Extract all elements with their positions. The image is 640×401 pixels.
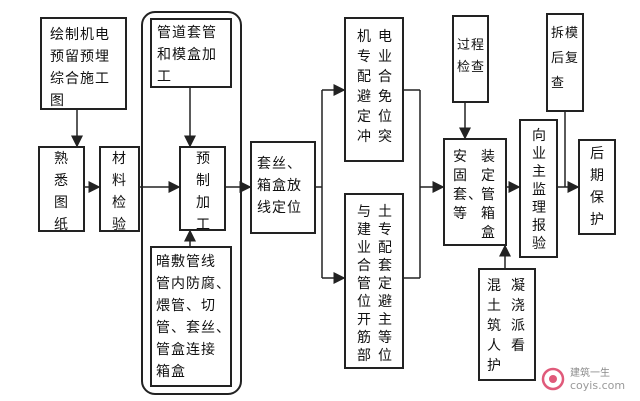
sleeve-positioning-text: 套丝、 箱盒放 线定位 — [257, 156, 302, 216]
sleeve-positioning-node: 套丝、 箱盒放 线定位 — [250, 141, 316, 234]
civil-coordination-node: 与建业合管位开筋部 土专配套定避主等位 — [344, 193, 404, 369]
pour-guard-node: 混土筑人护 凝浇派看 — [478, 268, 536, 381]
process-check-node: 过程 检查 — [452, 15, 489, 103]
elec-col-left: 机专配避定冲 — [357, 29, 372, 145]
pipe-box-text: 管道套管 和模盒加 工 — [157, 25, 217, 85]
install-node: 安固套、等 装定管箱盒 — [443, 138, 507, 246]
material-inspection-node: 材 料 检 验 — [99, 146, 140, 233]
watermark-logo-icon — [541, 367, 565, 391]
watermark: 建筑一生 coyis.com — [540, 362, 638, 396]
pour-col-left: 混土筑人护 — [487, 278, 502, 374]
embed-process-node: 暗敷管线 管内防腐、 煨管、切 管、套丝、 管盒连接 箱盒 — [150, 246, 232, 387]
install-col-right: 装定管箱盒 — [481, 149, 496, 241]
watermark-site-text: 建筑一生 — [570, 368, 610, 379]
prefab-text: 预 制 加 工 — [196, 151, 211, 233]
civil-col-left: 与建业合管位开筋部 — [357, 204, 372, 364]
post-protection-node: 后 期 保 护 — [578, 139, 616, 235]
owner-report-text: 向业主监理报验 — [532, 128, 547, 252]
elec-col-right: 电业合免位突 — [378, 29, 393, 145]
familiar-drawing-node: 熟 悉 图 纸 — [38, 146, 85, 233]
remove-check-text: 拆模 后复 查 — [551, 26, 580, 91]
prefab-group-outline — [141, 11, 242, 395]
familiar-drawing-text: 熟 悉 图 纸 — [54, 151, 69, 233]
pipe-box-node: 管道套管 和模盒加 工 — [150, 18, 232, 88]
civil-col-right: 土专配套定避主等位 — [378, 204, 393, 364]
prefab-node: 预 制 加 工 — [179, 146, 226, 233]
install-col-left: 安固套、等 — [453, 149, 483, 222]
process-check-text: 过程 检查 — [457, 38, 486, 75]
material-inspection-text: 材 料 检 验 — [112, 151, 127, 233]
draw-drawing-node: 绘制机电 预留预埋 综合施工 图 — [40, 17, 127, 110]
elec-coordination-node: 机专配避定冲 电业合免位突 — [344, 17, 404, 162]
embed-process-text: 暗敷管线 管内防腐、 煨管、切 管、套丝、 管盒连接 箱盒 — [156, 254, 231, 380]
post-protection-text: 后 期 保 护 — [590, 146, 605, 228]
owner-report-node: 向业主监理报验 — [519, 119, 558, 258]
pour-col-right: 凝浇派看 — [511, 278, 526, 354]
watermark-url-text: coyis.com — [570, 379, 626, 392]
remove-check-node: 拆模 后复 查 — [546, 13, 584, 112]
draw-drawing-text: 绘制机电 预留预埋 综合施工 图 — [50, 27, 110, 109]
